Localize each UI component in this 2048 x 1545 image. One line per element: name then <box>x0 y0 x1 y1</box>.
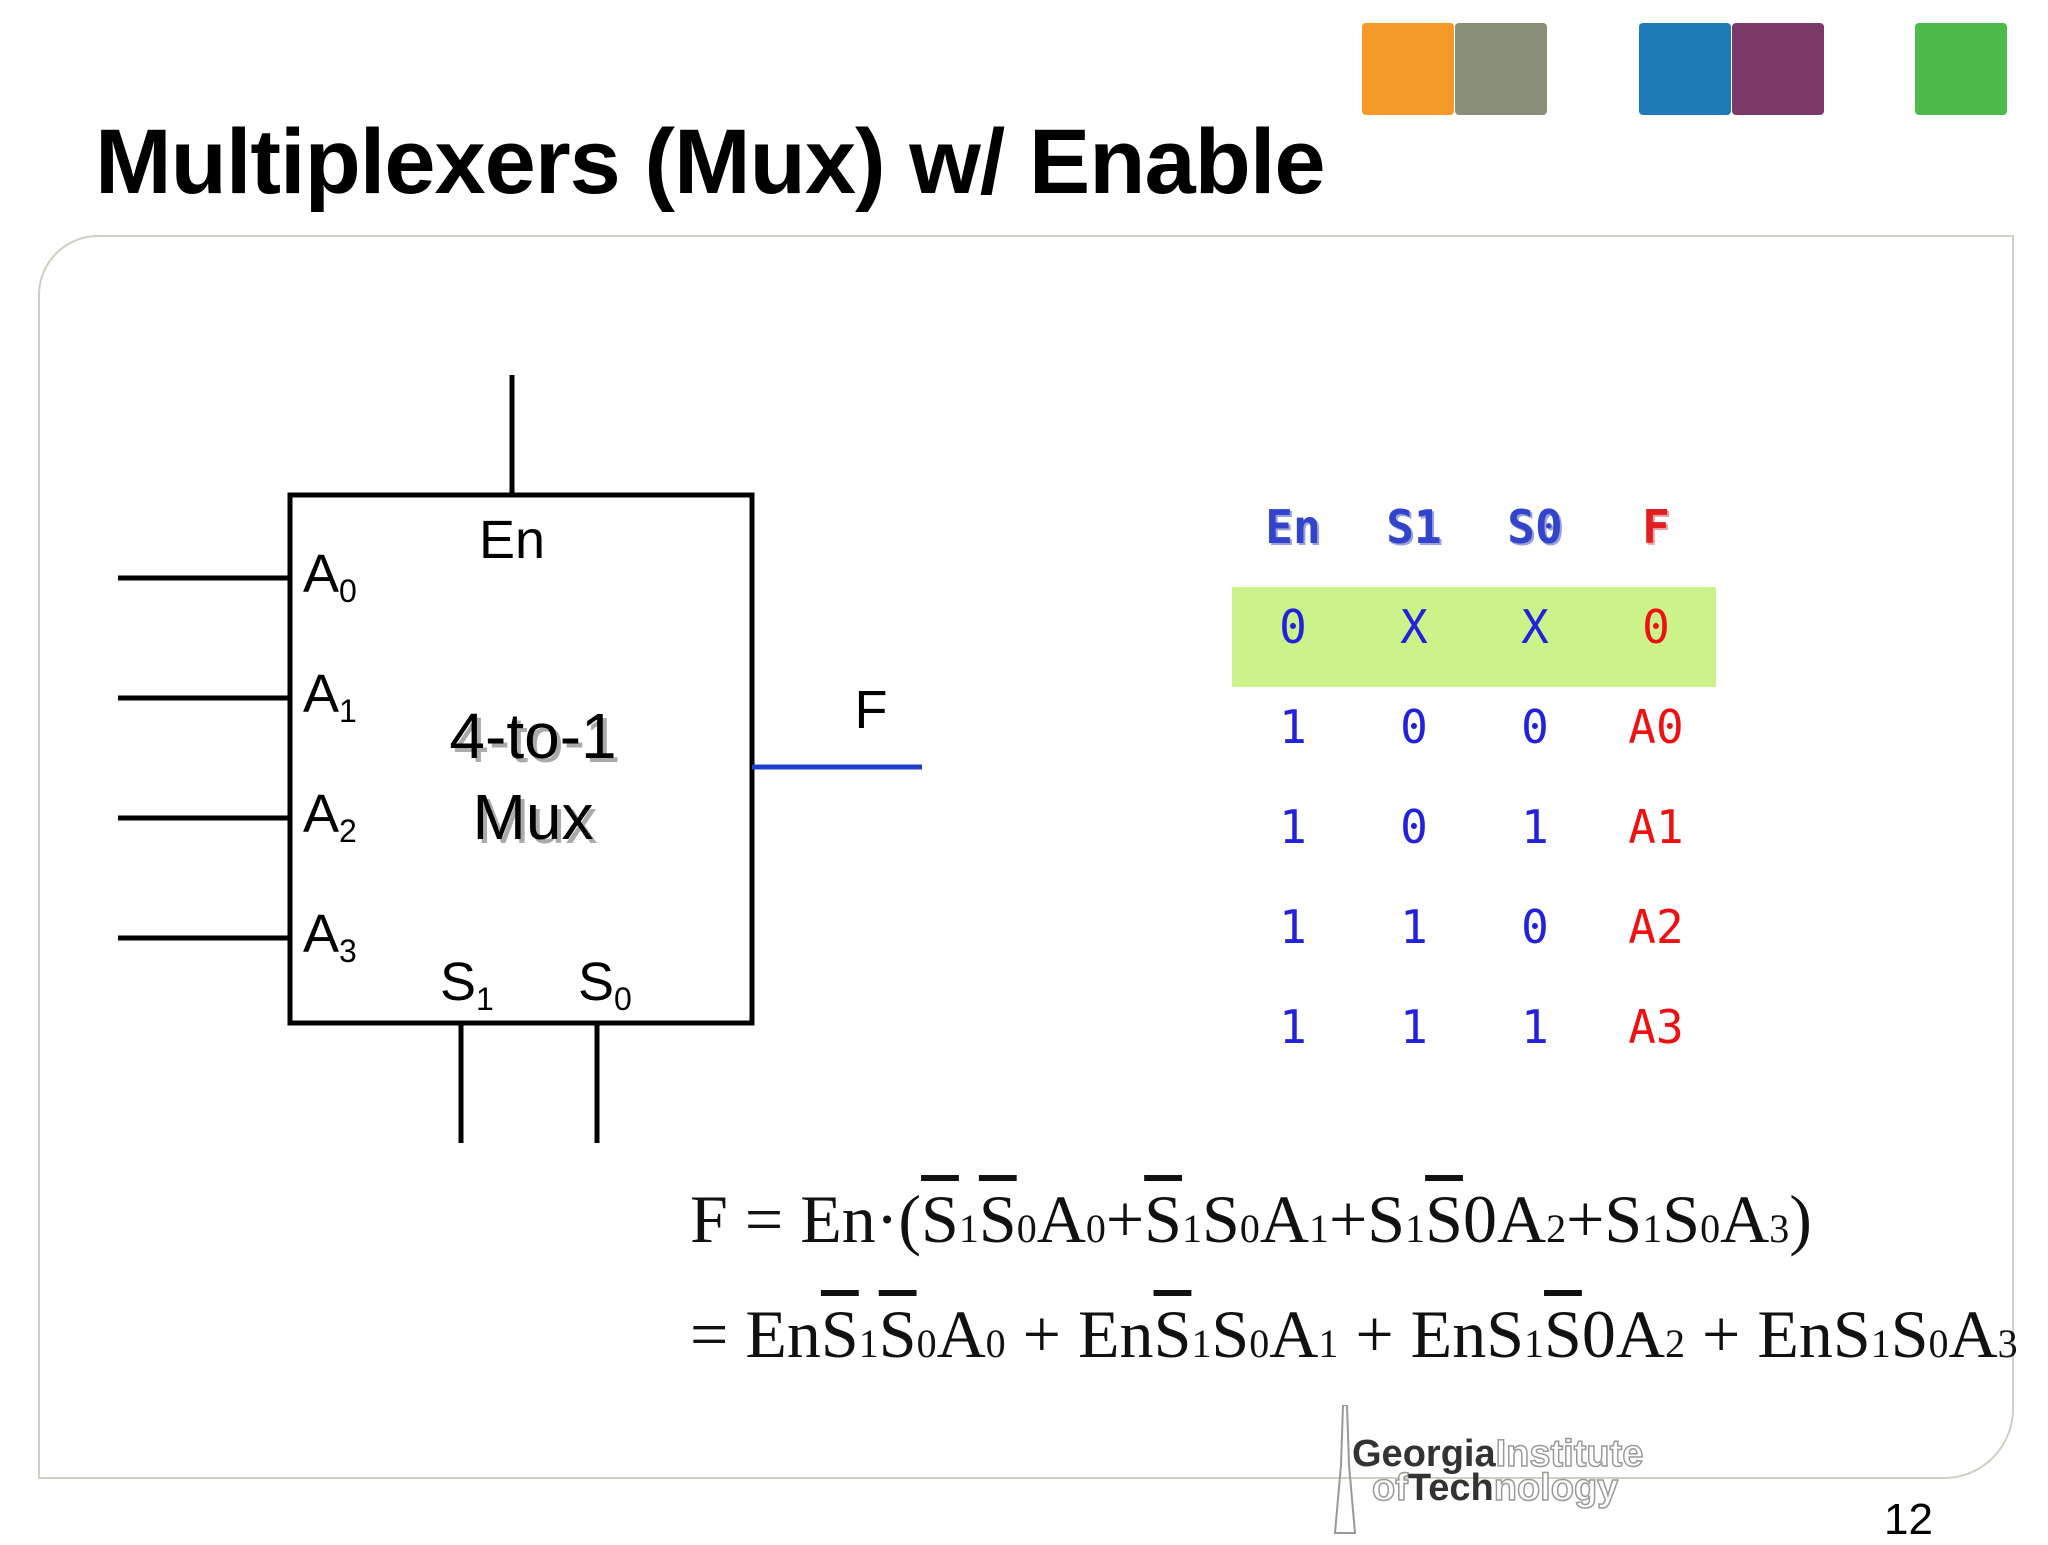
logo-institute: Institute <box>1495 1432 1644 1476</box>
truth-table-cell: 0 <box>1400 700 1428 754</box>
select-label-s0: S0 <box>578 952 632 1017</box>
truth-table-cell: 1 <box>1400 900 1428 954</box>
slide-title: Multiplexers (Mux) w/ Enable <box>95 111 1326 213</box>
truth-table-cell: 1 <box>1521 800 1549 854</box>
truth-table-cell: X <box>1521 600 1549 654</box>
truth-table-cell: X <box>1400 600 1428 654</box>
circuit-photo-tile <box>1732 23 1824 115</box>
truth-table-cell: 1 <box>1279 700 1307 754</box>
truth-table-cell: A1 <box>1628 800 1684 854</box>
enable-label: En <box>479 510 545 570</box>
truth-table-cell: 1 <box>1400 1000 1428 1054</box>
output-label: F <box>855 680 888 740</box>
input-label-a2: A2 <box>303 784 357 849</box>
orange-tile <box>1362 23 1454 115</box>
truth-table-cell: 1 <box>1521 1000 1549 1054</box>
truth-table-cell: 1 <box>1279 800 1307 854</box>
truth-table-cell: 0 <box>1521 900 1549 954</box>
input-label-a0: A0 <box>303 544 357 609</box>
truth-table-cell: 0 <box>1521 700 1549 754</box>
input-label-a1: A1 <box>303 664 357 729</box>
truth-table-header-f: F <box>1642 500 1670 554</box>
logo-of: of <box>1371 1466 1408 1510</box>
mux-name-line2-shadow: Mux <box>477 785 598 857</box>
truth-table-cell: 0 <box>1400 800 1428 854</box>
mux-name-line2: Mux <box>473 781 594 853</box>
truth-table-header-en: En <box>1265 500 1321 554</box>
green-tile <box>1915 23 2007 115</box>
truth-table-cell: A3 <box>1628 1000 1684 1054</box>
truth-table-cell: 1 <box>1279 900 1307 954</box>
truth-table-cell: A2 <box>1628 900 1684 954</box>
truth-table-header-s0: S0 <box>1507 500 1563 554</box>
logo-nology: nology <box>1493 1466 1619 1510</box>
truth-table-cell: A0 <box>1628 700 1684 754</box>
mux-diagram: En F A0 A1 A2 A3 S1 S0 4-to-1 4-to-1 Mux… <box>118 375 922 1143</box>
truth-table-highlight-row <box>1232 587 1716 687</box>
select-label-s1: S1 <box>440 952 494 1017</box>
tower-icon <box>1333 1405 1357 1534</box>
truth-table-cell: 0 <box>1642 600 1670 654</box>
truth-table-cell: 1 <box>1279 1000 1307 1054</box>
truth-table-cell: 0 <box>1279 600 1307 654</box>
input-label-a3: A3 <box>303 904 357 969</box>
mux-name-line1: 4-to-1 <box>449 700 616 772</box>
page-number: 12 <box>1884 1495 1933 1544</box>
logo-georgia: Georgia <box>1352 1433 1496 1475</box>
equation-line-2: = EnS1S0A0 + EnS1S0A1 + EnS1S0A2 + EnS1S… <box>690 1296 2018 1372</box>
equation-line-1: F = En·(S1S0A0+S1S0A1+S1S0A2+S1S0A3) <box>690 1181 1812 1257</box>
blue-tile <box>1639 23 1731 115</box>
building-photo-tile <box>1455 23 1547 115</box>
mux-name-line1-shadow: 4-to-1 <box>453 704 620 776</box>
content-frame <box>38 235 2014 1479</box>
logo-tech: Tech <box>1407 1467 1494 1509</box>
truth-table-header-s1: S1 <box>1386 500 1442 554</box>
georgia-tech-logo: GeorgiaInstitute ofTechnology <box>1300 1405 1780 1534</box>
mux-box <box>287 492 755 1026</box>
